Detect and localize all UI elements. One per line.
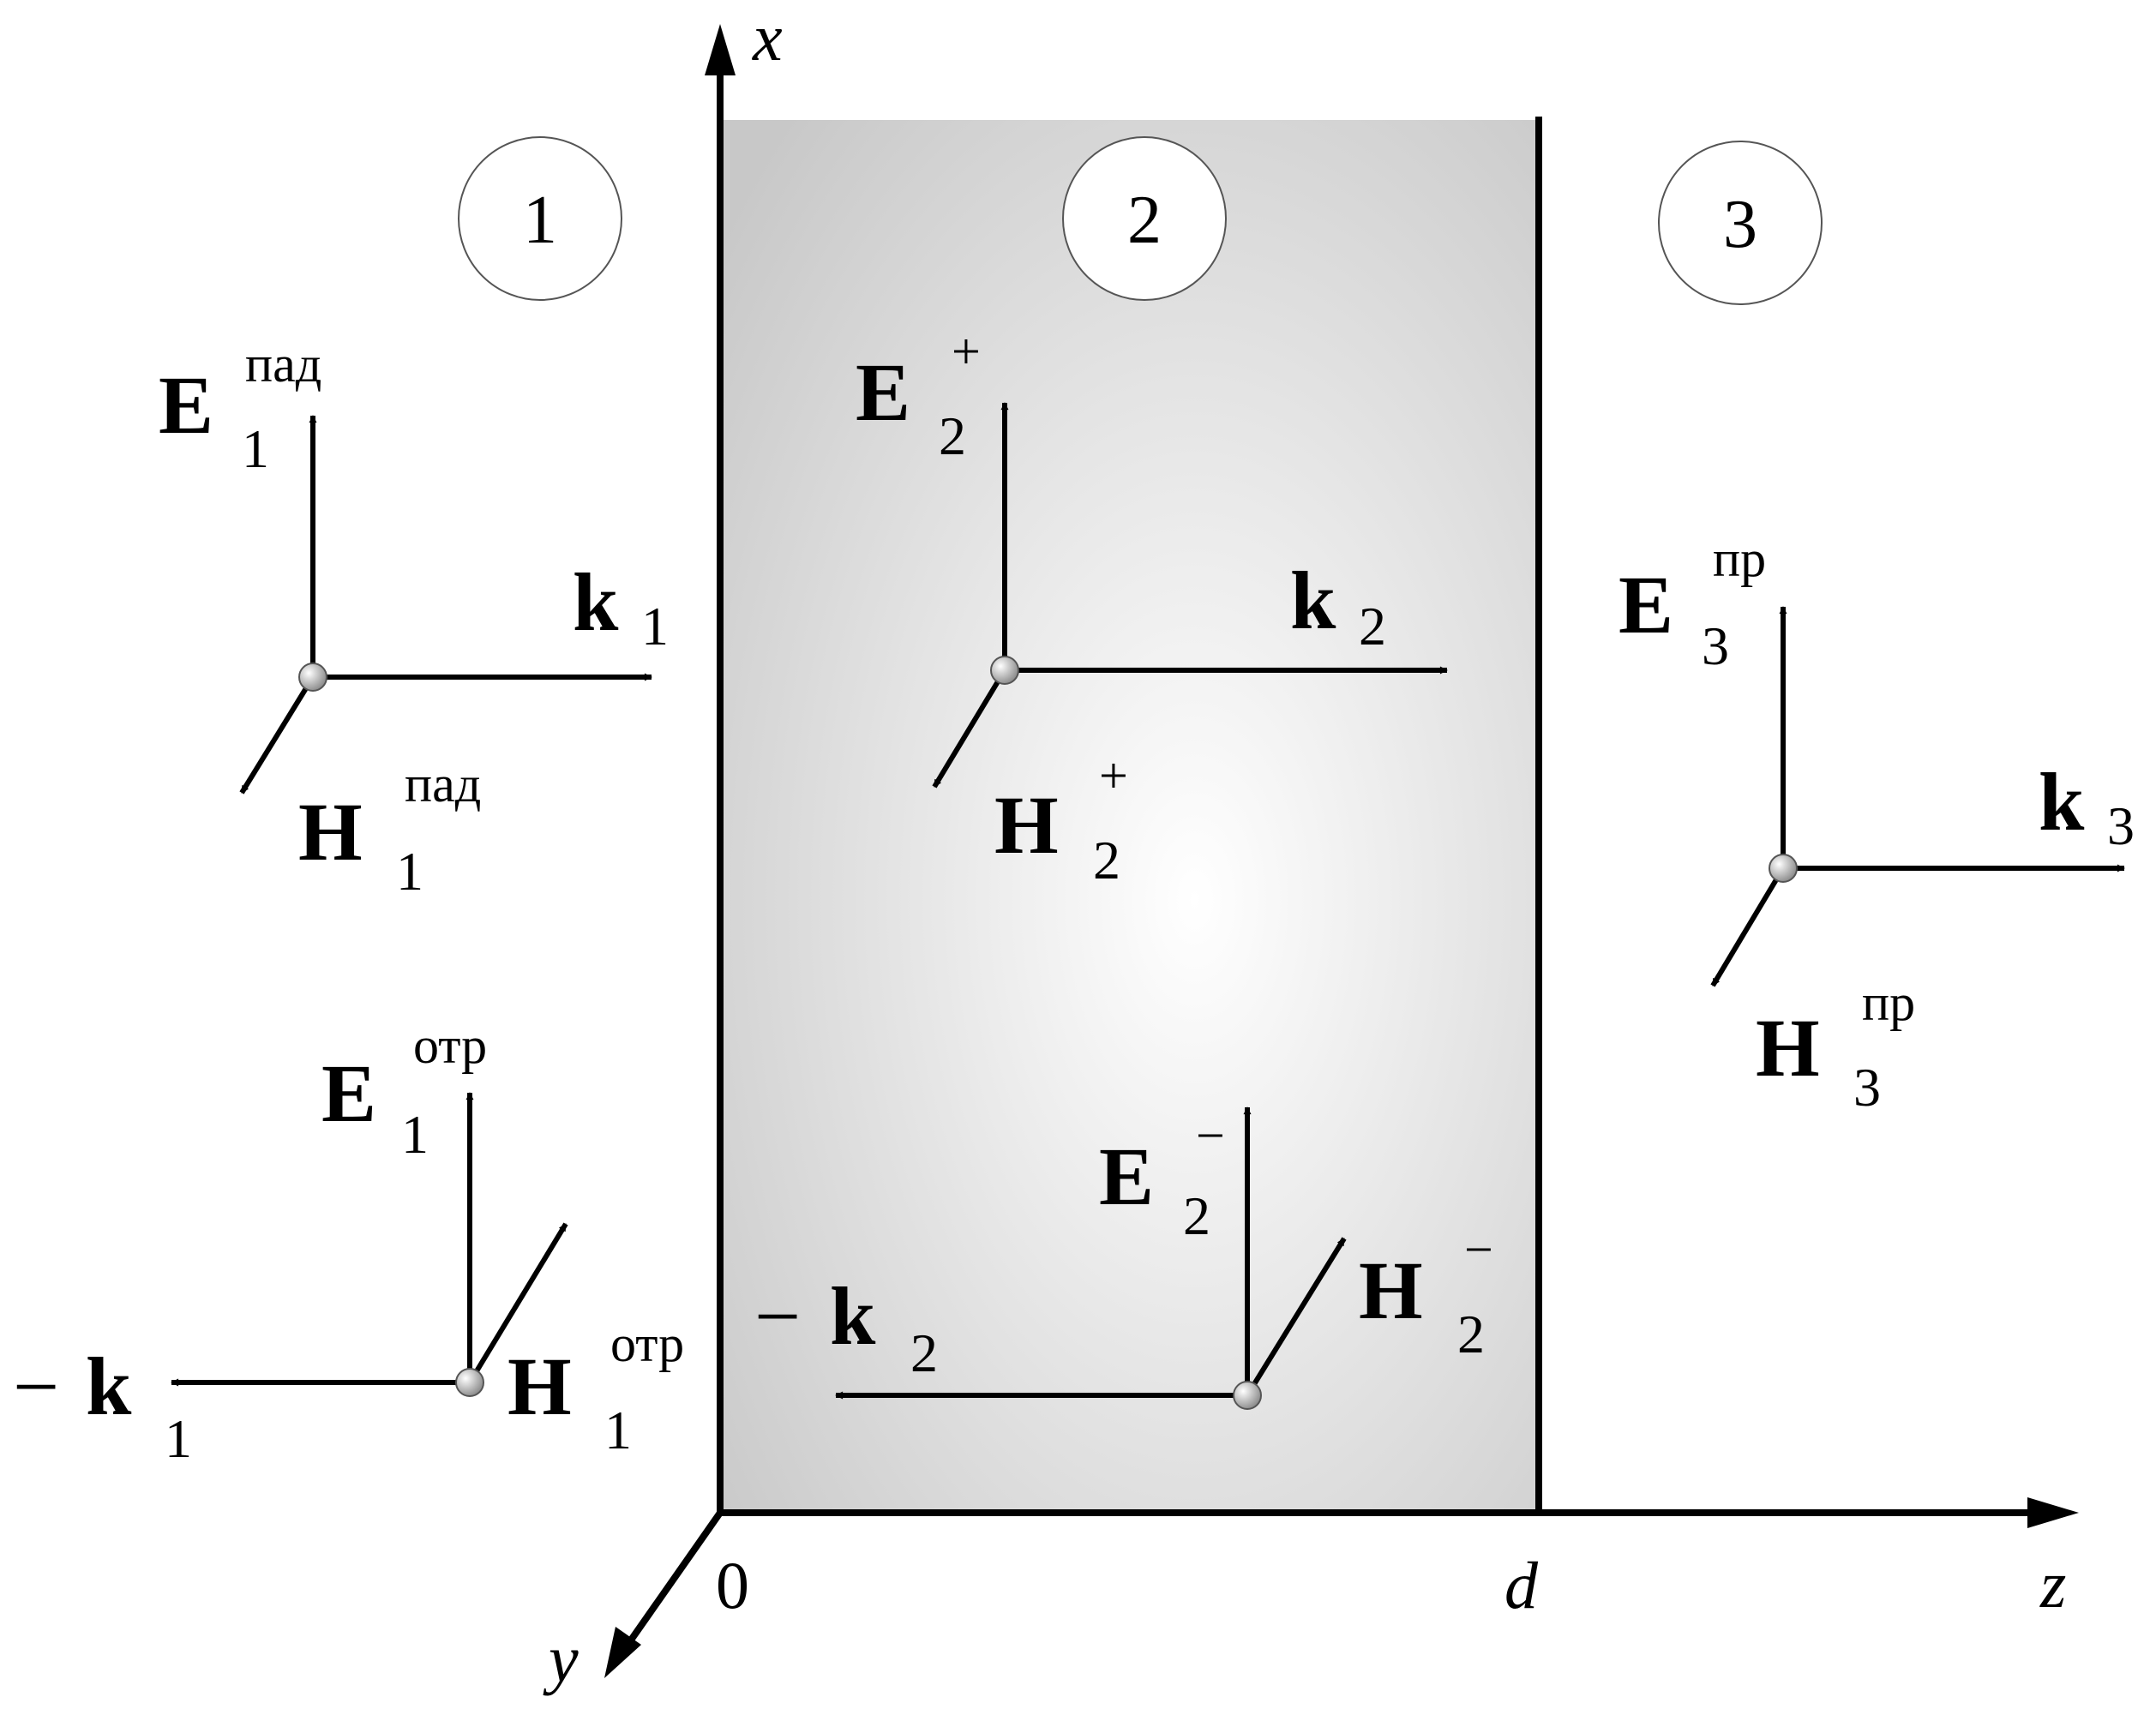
x-axis bbox=[705, 24, 736, 1513]
region-badge-3: 3 bbox=[1658, 141, 1823, 305]
label-k2: k 2 bbox=[1290, 555, 1386, 657]
h1-incident-arrow bbox=[239, 675, 315, 795]
region-2-number: 2 bbox=[1127, 183, 1162, 258]
region-1-number: 1 bbox=[523, 183, 557, 258]
h3-transmitted-arrow bbox=[1710, 866, 1786, 987]
label-e1-incident: E 1 пад bbox=[159, 336, 321, 479]
label-h3-transmitted: H 3 пр bbox=[1756, 974, 1915, 1118]
label-e1-reflected: E 1 отр bbox=[321, 1017, 487, 1165]
label-h1-reflected: H 1 отр bbox=[507, 1316, 684, 1460]
label-k3: k 3 bbox=[2039, 756, 2135, 856]
label-e3-transmitted: E 3 пр bbox=[1619, 531, 1766, 676]
region-badge-2: 2 bbox=[1062, 136, 1227, 301]
label-k1: k 1 bbox=[573, 556, 669, 657]
region-3-number: 3 bbox=[1723, 187, 1757, 262]
label-h2-plus: H 2 + bbox=[994, 747, 1128, 890]
backward-origin-dot bbox=[1233, 1381, 1262, 1410]
z-axis-label: z bbox=[2039, 1547, 2066, 1622]
origin-label: 0 bbox=[716, 1548, 749, 1622]
forward-wave-vectors bbox=[932, 402, 1448, 789]
reflected-origin-dot bbox=[455, 1368, 484, 1397]
y-axis bbox=[604, 1510, 724, 1678]
transmitted-wave-vectors bbox=[1710, 606, 2125, 987]
region-badge-1: 1 bbox=[458, 136, 622, 301]
reflected-wave-vectors bbox=[171, 1092, 568, 1397]
slab-region bbox=[720, 120, 1539, 1513]
y-axis-label: y bbox=[543, 1622, 579, 1696]
h2-plus-arrow bbox=[932, 669, 1007, 789]
forward-origin-dot bbox=[990, 656, 1019, 685]
h2-minus-arrow bbox=[1245, 1237, 1347, 1397]
label-minus-k2: − k 2 bbox=[754, 1270, 938, 1383]
label-e2-plus: E 2 + bbox=[856, 323, 981, 466]
label-minus-k1: − k 1 bbox=[13, 1340, 192, 1469]
backward-wave-vectors bbox=[835, 1106, 1347, 1410]
incident-origin-dot bbox=[298, 663, 327, 692]
d-label: d bbox=[1504, 1548, 1539, 1622]
transmitted-origin-dot bbox=[1769, 854, 1798, 883]
x-axis-label: x bbox=[752, 0, 783, 75]
incident-wave-vectors bbox=[239, 415, 652, 795]
z-axis bbox=[720, 1497, 2079, 1528]
label-h2-minus: H 2 − bbox=[1359, 1221, 1493, 1364]
label-e2-minus: E 2 − bbox=[1099, 1107, 1225, 1246]
h1-reflected-arrow bbox=[467, 1222, 568, 1384]
label-h1-incident: H 1 пад bbox=[298, 756, 481, 902]
